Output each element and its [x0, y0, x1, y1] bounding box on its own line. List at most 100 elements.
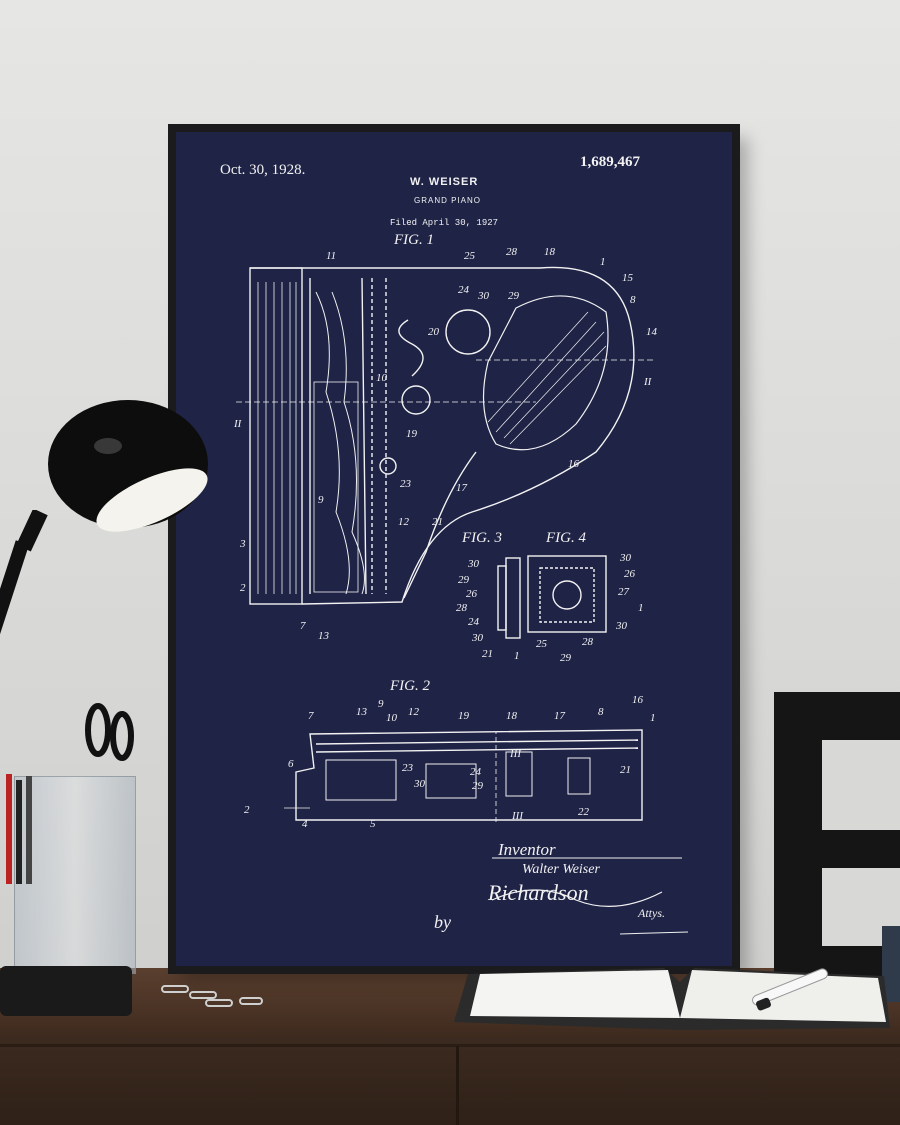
ref-number: 19 — [406, 428, 417, 440]
book-stack — [882, 926, 900, 1002]
attys-label: Attys. — [638, 906, 665, 920]
strings-left — [315, 291, 350, 595]
desk-edge — [0, 1044, 900, 1047]
ref-number: 13 — [356, 706, 367, 718]
piano-section — [295, 729, 643, 821]
ref-number: 2 — [240, 582, 246, 594]
patent-number: 1,689,467 — [580, 154, 640, 170]
ref-number: 20 — [428, 326, 439, 338]
ref-number: III — [512, 810, 523, 822]
fig4-label: FIG. 4 — [546, 530, 586, 546]
ref-number: 24 — [458, 284, 469, 296]
ref-number: 11 — [326, 250, 337, 262]
pencil-cup — [14, 776, 136, 974]
ref-number: 14 — [646, 326, 657, 338]
signature: Richardson — [488, 880, 589, 905]
ref-number: 17 — [554, 710, 565, 722]
ref-number: 28 — [506, 246, 517, 258]
ref-number: 25 — [464, 250, 475, 262]
ref-number: 29 — [508, 290, 519, 302]
ref-number: 10 — [386, 712, 397, 724]
soundboard-hole — [445, 309, 491, 355]
ref-number: 19 — [458, 710, 469, 722]
ref-number: 1 — [600, 256, 606, 268]
ref-number: 17 — [456, 482, 467, 494]
ref-number: 23 — [400, 478, 411, 490]
ref-number: 28 — [456, 602, 467, 614]
ref-number: 6 — [288, 758, 294, 770]
ref-number: 25 — [536, 638, 547, 650]
ref-number: 12 — [398, 516, 409, 528]
desk-lamp-arm — [0, 510, 48, 640]
ref-number: III — [510, 748, 521, 760]
patent-drawing — [236, 266, 689, 935]
ref-number: 4 — [302, 818, 308, 830]
fig4-part — [527, 555, 607, 633]
ref-number: 21 — [432, 516, 443, 528]
patent-date: Oct. 30, 1928. — [220, 162, 306, 178]
ref-number: 26 — [624, 568, 635, 580]
ref-number: 24 — [468, 616, 479, 628]
fig3-part — [505, 557, 521, 639]
ref-number: 18 — [544, 246, 555, 258]
desk-front — [0, 1038, 900, 1125]
ref-number: 1 — [638, 602, 644, 614]
ref-number: 29 — [458, 574, 469, 586]
by-label: by — [434, 912, 451, 932]
patent-title: GRAND PIANO — [414, 196, 482, 205]
ref-number: 15 — [622, 272, 633, 284]
desk-lamp-head — [48, 400, 208, 532]
ref-number: 10 — [376, 372, 387, 384]
ref-number: 9 — [318, 494, 324, 506]
ref-number: 2 — [244, 804, 250, 816]
ref-number: 16 — [632, 694, 643, 706]
ref-number: 30 — [468, 558, 479, 570]
ref-number: 3 — [240, 538, 246, 550]
letter-decor-gap — [822, 740, 900, 830]
ref-number: 29 — [472, 780, 483, 792]
paper-clips — [161, 985, 263, 1007]
ref-number: 30 — [616, 620, 627, 632]
piano-case — [250, 266, 635, 605]
ref-number: 7 — [308, 710, 314, 722]
drawer-divider — [456, 1046, 459, 1125]
ref-number: 30 — [414, 778, 425, 790]
inventor-label: Inventor — [498, 840, 556, 859]
ref-number: 1 — [650, 712, 656, 724]
ref-number: 30 — [478, 290, 489, 302]
ref-number: 23 — [402, 762, 413, 774]
ref-number: 24 — [470, 766, 481, 778]
ref-number: 27 — [618, 586, 629, 598]
ref-number: 1 — [514, 650, 520, 662]
ref-number: 21 — [620, 764, 631, 776]
ref-number: 5 — [370, 818, 376, 830]
filed-date: Filed April 30, 1927 — [390, 218, 499, 228]
ref-number: 9 — [378, 698, 384, 710]
f-hole — [398, 319, 424, 377]
ref-number: 12 — [408, 706, 419, 718]
patent-poster: Oct. 30, 1928. 1,689,467 W. WEISER GRAND… — [176, 132, 732, 966]
ref-number: 8 — [630, 294, 636, 306]
keys — [257, 282, 297, 594]
ref-number: 30 — [620, 552, 631, 564]
ref-number: 26 — [466, 588, 477, 600]
fig3-label: FIG. 3 — [462, 530, 502, 546]
ref-number: 16 — [568, 458, 579, 470]
ref-number: 30 — [472, 632, 483, 644]
ref-number: 29 — [560, 652, 571, 664]
ref-number: II — [644, 376, 652, 388]
ref-number: 7 — [300, 620, 306, 632]
inventor-heading: W. WEISER — [410, 176, 479, 188]
signature-stroke — [491, 889, 663, 907]
scissors-and-pencils — [6, 703, 134, 884]
ref-number: 18 — [506, 710, 517, 722]
ref-number: 8 — [598, 706, 604, 718]
ref-number: II — [234, 418, 242, 430]
fig1-label: FIG. 1 — [394, 232, 434, 248]
open-notebook — [454, 968, 890, 1030]
ref-number: 28 — [582, 636, 593, 648]
fig2-label: FIG. 2 — [390, 678, 430, 694]
ref-number: 22 — [578, 806, 589, 818]
inventor-name: Walter Weiser — [522, 862, 600, 877]
soundboard — [482, 295, 609, 451]
